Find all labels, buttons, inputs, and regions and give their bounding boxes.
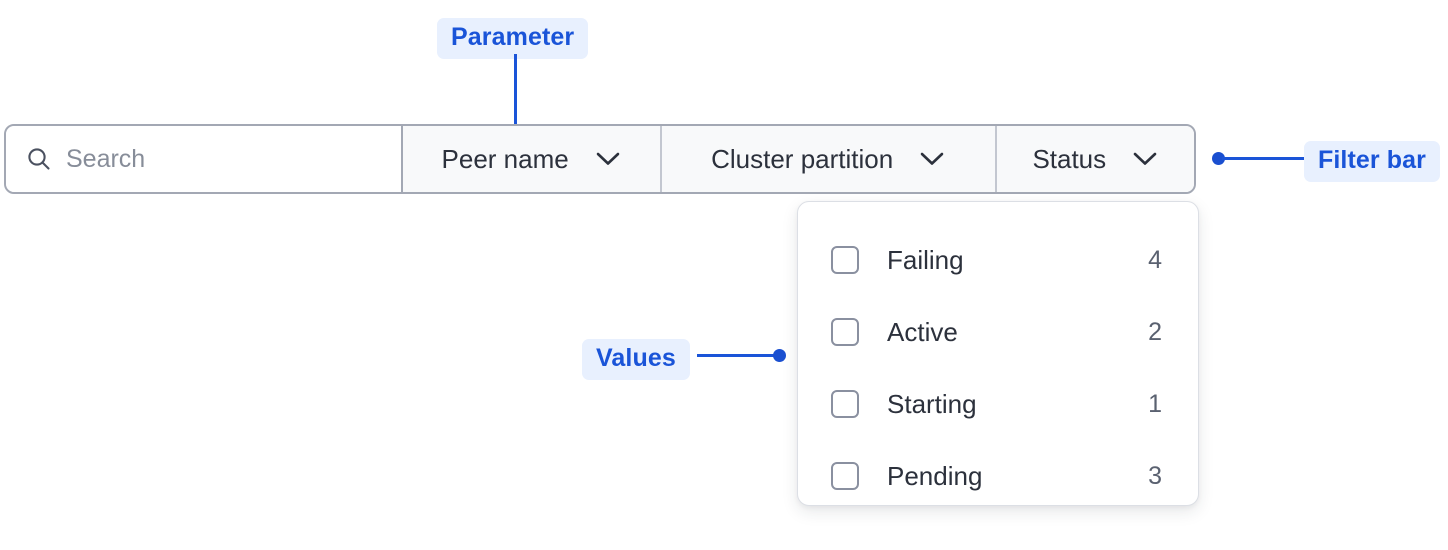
filter-segment-status[interactable]: Status bbox=[996, 126, 1194, 192]
checkbox[interactable] bbox=[831, 390, 859, 418]
dropdown-option-label: Starting bbox=[887, 389, 977, 419]
annotation-dot-values bbox=[773, 349, 786, 362]
checkbox[interactable] bbox=[831, 318, 859, 346]
filter-segment-label: Cluster partition bbox=[711, 144, 894, 174]
annotation-connector-filter-bar bbox=[1222, 157, 1304, 160]
checkbox[interactable] bbox=[831, 246, 859, 274]
filter-segment-peer-name[interactable]: Peer name bbox=[402, 126, 662, 192]
annotation-label-parameter: Parameter bbox=[437, 18, 589, 59]
dropdown-option[interactable]: Starting 1 bbox=[798, 368, 1198, 440]
filter-bar: Peer name Cluster partition Status bbox=[4, 124, 1196, 194]
annotation-dot-filter-bar bbox=[1212, 152, 1225, 165]
status-dropdown-panel: Failing 4 Active 2 Starting 1 Pending 3 bbox=[797, 201, 1199, 506]
dropdown-option-label: Active bbox=[887, 317, 958, 347]
dropdown-option-count: 3 bbox=[1148, 461, 1162, 490]
dropdown-option[interactable]: Active 2 bbox=[798, 296, 1198, 368]
dropdown-option-count: 2 bbox=[1148, 317, 1162, 346]
chevron-down-icon bbox=[1132, 151, 1158, 167]
search-field[interactable] bbox=[6, 126, 403, 192]
dropdown-option-label: Pending bbox=[887, 461, 983, 491]
chevron-down-icon bbox=[595, 151, 621, 167]
checkbox[interactable] bbox=[831, 462, 859, 490]
filter-segment-cluster-partition[interactable]: Cluster partition bbox=[661, 126, 997, 192]
annotation-label-filter-bar: Filter bar bbox=[1304, 141, 1440, 182]
dropdown-option[interactable]: Failing 4 bbox=[798, 224, 1198, 296]
annotation-connector-parameter bbox=[514, 54, 517, 144]
dropdown-option-count: 4 bbox=[1148, 245, 1162, 274]
filter-segment-label: Status bbox=[1032, 144, 1107, 174]
chevron-down-icon bbox=[919, 151, 945, 167]
dropdown-option[interactable]: Pending 3 bbox=[798, 440, 1198, 512]
filter-segment-label: Peer name bbox=[441, 144, 569, 174]
search-icon bbox=[26, 146, 52, 172]
dropdown-option-label: Failing bbox=[887, 245, 964, 275]
annotation-label-values: Values bbox=[582, 339, 690, 380]
annotation-connector-values bbox=[697, 354, 777, 357]
dropdown-option-count: 1 bbox=[1148, 389, 1162, 418]
search-input[interactable] bbox=[66, 144, 386, 174]
